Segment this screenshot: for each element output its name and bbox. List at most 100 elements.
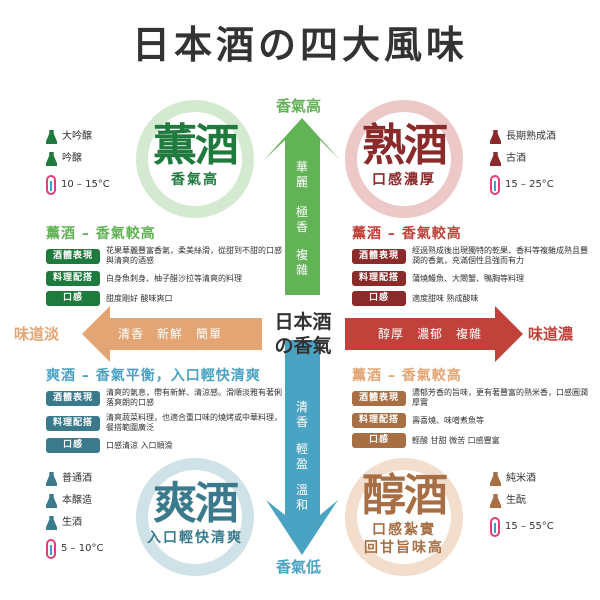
detail-row: 酒體表現花果華麗豐富香氣，柔美絲滑，從甜到不甜的口感與清爽的酒感 [46,246,286,266]
sake-bottle-icon [490,130,501,144]
sake-example: 生酒 [46,512,103,534]
detail-row: 料理配搭清爽蔬菜料理，也適合重口味的燒烤或中華料理，餐搭範圍廣泛 [46,413,286,433]
sake-example-label: 生酛 [506,495,526,506]
sake-example-label: 本醸造 [62,495,92,506]
detail-text: 花果華麗豐富香氣，柔美絲滑，從甜到不甜的口感與清爽的酒感 [106,246,282,265]
detail-text: 口感清涼 入口順滑 [106,440,173,450]
axis-label-left: 味道淡 [14,325,60,343]
arrow-up [264,118,340,295]
sake-bottle-icon [46,130,57,144]
sake-example: 生酛 [490,490,554,512]
section-heading: 薰酒 – 香氣較高 [46,226,156,242]
sake-bottle-icon [46,516,57,530]
thermometer-icon [46,539,56,559]
sake-example: 長期熟成酒 [490,126,556,148]
arrow-down [266,340,338,555]
detail-row: 料理配搭壽喜燒、味噌煮魚等 [352,413,592,428]
detail-tag: 料理配搭 [352,271,406,286]
up-word-2: 極香 [295,205,308,234]
detail-text: 濃郁芳香的旨味，更有著豐富的熟米香，口感圓潤厚實 [412,388,588,407]
down-word-3: 溫和 [295,483,308,512]
sake-type-subtitle: 入口輕快清爽 [147,530,243,546]
detail-text: 壽喜燒、味噌煮魚等 [412,415,484,425]
up-word-1: 華麗 [295,160,308,189]
center-line-1: 日本酒 [274,311,332,333]
sake-bottle-icon [490,472,501,486]
thermometer-icon [490,175,500,195]
sake-type-subtitle: 口感紮實 [372,522,436,538]
section-heading: 薰酒 – 香氣較高 [352,368,462,384]
thermometer-icon [490,517,500,537]
sake-type-name: 爽酒 [153,478,239,529]
detail-text: 甜度剛好 酸味爽口 [106,293,173,303]
sake-examples: 純米酒生酛 15 – 55°C [490,468,554,538]
detail-row: 料理配搭蒲燒鰻魚、大閘蟹、鴨胸等料理 [352,271,592,286]
arrow-right [345,306,523,362]
sake-example-label: 普通酒 [62,473,92,484]
center-label: 日本酒 の香氣 [258,310,348,358]
sake-type-subtitle: 香氣高 [171,172,219,188]
detail-row: 口感適度甜味 熟成酸味 [352,291,592,306]
detail-rows: 酒體表現清爽的氣息，帶有新鮮、清涼感。滑順淡雅有著俐落爽朗的口感料理配搭清爽蔬菜… [46,388,286,458]
temperature-label: 15 – 55°C [505,521,554,532]
sake-bottle-icon [46,494,57,508]
axis-label-bottom: 香氣低 [276,558,322,576]
sake-type-name: 薫酒 [153,120,239,171]
sake-example: 吟醸 [46,148,110,170]
detail-row: 口感口感清涼 入口順滑 [46,438,286,453]
sake-bottle-icon [46,472,57,486]
sake-type-subtitle: 回甘旨味高 [364,540,444,556]
detail-tag: 酒體表現 [46,390,100,406]
sake-bottle-icon [490,494,501,508]
detail-text: 經過熟成後出現獨特的乾果、香料等複雜成熟且豐潤的香氣，充滿個性且強而有力 [412,246,588,265]
detail-tag: 酒體表現 [352,390,406,406]
detail-row: 料理配搭白身魚刺身、柚子醋沙拉等清爽的料理 [46,271,286,286]
up-word-3: 複雜 [295,248,308,277]
detail-text: 白身魚刺身、柚子醋沙拉等清爽的料理 [106,273,242,283]
page-title: 日本酒の四大風味 [131,23,468,67]
detail-tag: 酒體表現 [352,248,406,264]
sake-bottle-icon [46,152,57,166]
sake-bottle-icon [490,152,501,166]
sake-type-name: 熟酒 [362,120,448,171]
detail-rows: 酒體表現濃郁芳香的旨味，更有著豐富的熟米香，口感圓潤厚實料理配搭壽喜燒、味噌煮魚… [352,388,592,453]
sake-example: 純米酒 [490,468,554,490]
sake-example: 本醸造 [46,490,103,512]
detail-text: 蒲燒鰻魚、大閘蟹、鴨胸等料理 [412,273,524,283]
serving-temperature: 10 – 15°C [46,174,110,196]
detail-text: 適度甜味 熟成酸味 [412,293,479,303]
sake-example-label: 古酒 [506,153,526,164]
axis-label-top: 香氣高 [276,97,322,115]
detail-tag: 口感 [352,433,406,448]
detail-tag: 酒體表現 [46,248,100,264]
detail-tag: 口感 [46,438,100,453]
detail-text: 清爽的氣息，帶有新鮮、清涼感。滑順淡雅有著俐落爽朗的口感 [106,388,282,407]
temperature-label: 5 – 10°C [61,543,104,554]
sake-examples: 普通酒本醸造生酒 5 – 10°C [46,468,103,560]
sake-type-subtitle: 口感濃厚 [372,172,436,188]
down-word-1: 清香 [295,400,308,429]
detail-row: 口感甜度剛好 酸味爽口 [46,291,286,306]
sake-examples: 長期熟成酒古酒 15 – 25°C [490,126,556,196]
detail-row: 酒體表現濃郁芳香的旨味，更有著豐富的熟米香，口感圓潤厚實 [352,388,592,408]
sake-examples: 大吟醸吟醸 10 – 15°C [46,126,110,196]
sake-type-name: 醇酒 [362,470,448,521]
detail-tag: 口感 [352,291,406,306]
thermometer-icon [46,175,56,195]
sake-example: 大吟醸 [46,126,110,148]
left-arrow-words: 清香 新鮮 簡單 [118,327,223,341]
section-heading: 薰酒 – 香氣較高 [352,226,462,242]
axis-label-right: 味道濃 [528,325,574,343]
right-arrow-words: 醇厚 濃郁 複雜 [378,327,483,341]
temperature-label: 10 – 15°C [61,179,110,190]
down-word-2: 輕盈 [295,442,308,471]
detail-row: 酒體表現經過熟成後出現獨特的乾果、香料等複雜成熟且豐潤的香氣，充滿個性且強而有力 [352,246,592,266]
sake-example-label: 純米酒 [506,473,536,484]
detail-text: 輕酸 甘甜 微苦 口感豐富 [412,435,500,445]
sake-example-label: 大吟醸 [62,131,92,142]
serving-temperature: 5 – 10°C [46,538,103,560]
detail-rows: 酒體表現花果華麗豐富香氣，柔美絲滑，從甜到不甜的口感與清爽的酒感料理配搭白身魚刺… [46,246,286,311]
temperature-label: 15 – 25°C [505,179,554,190]
arrow-left [82,306,262,362]
